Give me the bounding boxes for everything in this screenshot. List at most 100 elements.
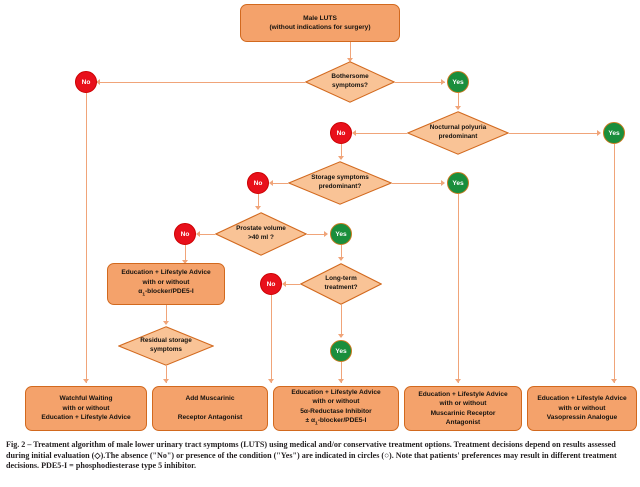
diamond-shape bbox=[215, 212, 307, 256]
arrow-longterm-no bbox=[282, 281, 286, 287]
longterm-line1: Long-term bbox=[325, 275, 357, 283]
reductase-line3: 5α-Reductase Inhibitor bbox=[300, 407, 372, 415]
arrow-to-nocturnal bbox=[455, 106, 461, 110]
node-muscarinic-receptor-antagonist: Education + Lifestyle Advice with or wit… bbox=[404, 386, 522, 431]
connector-yes-nocturnal-to-vasopressin bbox=[614, 144, 615, 383]
decision-longterm-text: Long-term treatment? bbox=[324, 275, 357, 292]
node-add-muscarinic: Add Muscarinic Receptor Antagonist bbox=[152, 386, 268, 431]
connector-no-storage-to-prostate bbox=[258, 194, 259, 209]
connector-storage-yes bbox=[392, 183, 444, 184]
circle-label: Yes bbox=[335, 230, 347, 238]
arrow-bothersome-no bbox=[96, 79, 100, 85]
connector-yes-prostate-to-longterm bbox=[341, 245, 342, 260]
arrow-to-residual bbox=[163, 321, 169, 325]
diamond-shape bbox=[300, 263, 382, 305]
decision-nocturnal-text: Nocturnal polyuria predominant bbox=[430, 124, 486, 141]
decision-long-term-treatment: Long-term treatment? bbox=[300, 263, 382, 305]
arrow-to-prostate bbox=[255, 206, 261, 210]
connector-longterm-no bbox=[285, 284, 300, 285]
diamond-shape bbox=[118, 326, 214, 366]
decision-storage-text: Storage symptoms predominant? bbox=[311, 174, 369, 191]
arrow-to-muscarinic-full bbox=[455, 379, 461, 383]
arrow-storage-yes bbox=[441, 180, 445, 186]
connector-no-longterm-to-add-muscarinic bbox=[271, 295, 272, 383]
reductase-line1: Education + Lifestyle Advice bbox=[291, 389, 381, 397]
vasopressin-line3: Vasopressin Analogue bbox=[546, 414, 618, 422]
reductase-line4: ± α1-blocker/PDE5-I bbox=[305, 417, 367, 427]
circle-no-longterm: No bbox=[260, 273, 282, 295]
figure-caption: Fig. 2 – Treatment algorithm of male low… bbox=[6, 440, 617, 471]
muscarinic-full-line3: Muscarinic Receptor bbox=[430, 409, 496, 417]
connector-storage-no bbox=[272, 183, 288, 184]
decision-bothersome-text: Bothersome symptoms? bbox=[331, 73, 368, 90]
add-muscarinic-line1: Add Muscarinic bbox=[185, 395, 235, 403]
prostate-line1: Prostate volume bbox=[236, 225, 286, 233]
circle-label: No bbox=[180, 230, 190, 238]
arrow-to-add-muscarinic-alt bbox=[268, 379, 274, 383]
connector-bothersome-yes bbox=[395, 82, 445, 83]
connector-education-to-residual bbox=[166, 305, 167, 324]
residual-line2: symptoms bbox=[150, 346, 182, 353]
reductase-line2: with or without bbox=[312, 398, 360, 406]
connector-start-to-bothersome bbox=[350, 42, 351, 61]
connector-bothersome-no bbox=[96, 82, 305, 83]
circle-yes-prostate: Yes bbox=[330, 223, 352, 245]
flowchart-canvas: Male LUTS (without indications for surge… bbox=[25, 4, 637, 431]
connector-nocturnal-no bbox=[355, 133, 407, 134]
bothersome-line2: symptoms? bbox=[332, 82, 368, 89]
circle-yes-nocturnal: Yes bbox=[603, 122, 625, 144]
add-muscarinic-line3: Receptor Antagonist bbox=[177, 414, 243, 422]
add-muscarinic-spacer bbox=[209, 404, 211, 413]
decision-residual-text: Residual storage symptoms bbox=[140, 337, 192, 354]
circle-yes-longterm: Yes bbox=[330, 340, 352, 362]
connector-no-bothersome-to-watchful bbox=[86, 93, 87, 383]
decision-nocturnal-polyuria: Nocturnal polyuria predominant bbox=[407, 111, 509, 155]
muscarinic-full-line2: with or without bbox=[439, 400, 487, 408]
bothersome-line1: Bothersome bbox=[331, 73, 369, 81]
arrow-to-vasopressin bbox=[611, 379, 617, 383]
circle-label: No bbox=[253, 179, 263, 187]
residual-line1: Residual storage bbox=[140, 337, 192, 345]
arrow-nocturnal-yes bbox=[597, 130, 601, 136]
vasopressin-line1: Education + Lifestyle Advice bbox=[537, 395, 627, 403]
arrow-longterm-yes bbox=[338, 334, 344, 338]
connector-prostate-no bbox=[199, 234, 215, 235]
circle-label: Yes bbox=[452, 78, 464, 86]
node-watchful-waiting: Watchful Waiting with or without Educati… bbox=[25, 386, 147, 431]
start-line2: (without indications for surgery) bbox=[269, 24, 371, 31]
circle-label: Yes bbox=[452, 179, 464, 187]
circle-no-nocturnal: No bbox=[330, 122, 352, 144]
circle-label: No bbox=[266, 280, 276, 288]
education-alpha-line1: Education + Lifestyle Advice bbox=[121, 269, 211, 277]
circle-no-storage: No bbox=[247, 172, 269, 194]
arrow-to-longterm bbox=[338, 257, 344, 261]
connector-yes-storage-to-muscarinic-full bbox=[458, 194, 459, 383]
node-vasopressin-analogue: Education + Lifestyle Advice with or wit… bbox=[527, 386, 637, 431]
node-5alpha-reductase: Education + Lifestyle Advice with or wit… bbox=[273, 386, 399, 431]
arrow-to-storage bbox=[338, 156, 344, 160]
diamond-shape bbox=[407, 111, 509, 155]
arrow-to-reductase bbox=[338, 379, 344, 383]
watchful-line3: Education + Lifestyle Advice bbox=[41, 414, 131, 422]
diamond-shape bbox=[305, 61, 395, 103]
decision-residual-storage: Residual storage symptoms bbox=[118, 326, 214, 366]
arrow-storage-no bbox=[269, 180, 273, 186]
arrow-to-education-alpha bbox=[182, 260, 188, 264]
arrow-prostate-no bbox=[196, 231, 200, 237]
connector-nocturnal-yes bbox=[509, 133, 600, 134]
connector-residual-to-add-muscarinic bbox=[166, 366, 167, 383]
connector-no-prostate-to-education bbox=[185, 245, 186, 263]
circle-label: No bbox=[336, 129, 346, 137]
prostate-line2: >40 ml ? bbox=[248, 234, 274, 241]
vasopressin-line2: with or without bbox=[558, 404, 606, 412]
longterm-line2: treatment? bbox=[324, 284, 358, 291]
muscarinic-full-line1: Education + Lifestyle Advice bbox=[418, 390, 508, 398]
arrow-to-bothersome bbox=[347, 58, 353, 62]
education-alpha-line2: with or without bbox=[142, 278, 190, 286]
arrow-residual-down bbox=[163, 379, 169, 383]
watchful-line2: with or without bbox=[62, 404, 110, 412]
storage-line1: Storage symptoms bbox=[311, 174, 369, 182]
arrow-nocturnal-no bbox=[352, 130, 356, 136]
circle-label: No bbox=[81, 78, 91, 86]
decision-storage-symptoms: Storage symptoms predominant? bbox=[288, 161, 392, 205]
